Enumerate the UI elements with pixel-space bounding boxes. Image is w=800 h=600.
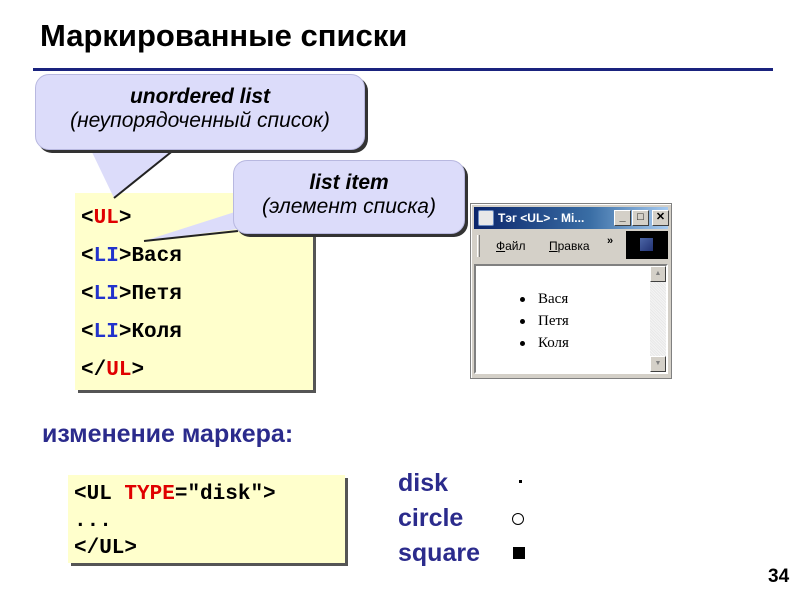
title-rule [33, 68, 773, 71]
menu-overflow-chevron-icon[interactable]: » [607, 235, 614, 247]
callout-unordered-list: unordered list (неупорядоченный список) [35, 74, 365, 150]
marker-type-row: square [398, 536, 538, 571]
marker-type-name: disk [398, 469, 449, 497]
code-bracket: < [81, 245, 94, 268]
callout-list-item: list item (элемент списка) [233, 160, 465, 234]
marker-type-name: circle [398, 504, 464, 532]
code-tag: UL [106, 359, 132, 382]
list-item: Вася [516, 288, 569, 310]
square-marker-icon [513, 547, 525, 559]
callout-heading: list item [309, 171, 389, 194]
vertical-scrollbar[interactable]: ▲ ▼ [650, 266, 666, 372]
code-line: </UL> [81, 352, 313, 390]
bullet-disk-icon [520, 319, 525, 324]
code-text: Вася [131, 245, 182, 268]
code-line: </UL> [74, 537, 138, 560]
callout-heading: unordered list [129, 85, 271, 108]
callout-subtext: (неупорядоченный список) [70, 109, 330, 132]
maximize-button[interactable]: □ [632, 210, 649, 226]
code-bracket: < [81, 321, 94, 344]
code-text: <UL [74, 483, 125, 506]
code-line: <LI>Коля [81, 314, 313, 352]
list-item-text: Коля [538, 335, 569, 351]
scroll-up-arrow-icon[interactable]: ▲ [650, 266, 666, 282]
list-item: Петя [516, 310, 569, 332]
code-bracket: </ [81, 359, 107, 382]
marker-type-row: circle [398, 501, 538, 536]
code-tag: LI [93, 245, 119, 268]
list-item-text: Вася [538, 291, 569, 307]
code-text: Петя [131, 283, 182, 306]
code-bracket: > [118, 245, 132, 268]
code-bracket: > [118, 321, 132, 344]
menu-label: айл [505, 239, 526, 253]
code-bracket: < [81, 283, 94, 306]
bullet-disk-icon [520, 297, 525, 302]
callout-ul-tail [90, 148, 176, 199]
code-box-type-example: <UL TYPE="disk"> ... </UL> [68, 475, 345, 563]
code-bracket: < [81, 207, 94, 230]
menu-label: равка [557, 239, 590, 253]
code-line: ... [74, 510, 112, 533]
code-tag: LI [93, 321, 119, 344]
disk-marker-icon [519, 480, 522, 483]
code-attribute: TYPE [124, 483, 175, 506]
code-bracket: > [118, 283, 132, 306]
code-line: <UL> [81, 200, 313, 238]
marker-types-list: disk circle square [398, 466, 538, 571]
ie-page-icon [478, 210, 494, 226]
scroll-down-arrow-icon[interactable]: ▼ [650, 356, 666, 372]
list-item: Коля [516, 332, 569, 354]
page-number: 34 [768, 566, 790, 587]
list-item-text: Петя [538, 313, 569, 329]
close-button[interactable]: ✕ [652, 210, 669, 226]
section-label: изменение маркера: [42, 420, 294, 448]
menu-edit[interactable]: Правка [549, 239, 590, 253]
browser-content: Вася Петя Коля ▲ ▼ [474, 264, 668, 374]
code-tag: LI [93, 283, 119, 306]
window-title: Тэг <UL> - Mi... [498, 211, 585, 225]
marker-type-row: disk [398, 466, 538, 501]
bullet-disk-icon [520, 341, 525, 346]
circle-marker-icon [512, 513, 524, 525]
code-line: <LI>Петя [81, 276, 313, 314]
code-text: ="disk"> [174, 483, 276, 506]
windows-flag-icon [640, 238, 653, 251]
code-text: Коля [131, 321, 182, 344]
callout-subtext: (элемент списка) [262, 195, 436, 218]
callout-li-tail [143, 211, 239, 242]
rendered-list: Вася Петя Коля [516, 288, 569, 354]
slide-title: Маркированные списки [40, 18, 408, 53]
windows-logo-throbber [626, 231, 668, 259]
code-bracket: > [118, 207, 132, 230]
minimize-button[interactable]: _ [614, 210, 631, 226]
marker-type-name: square [398, 539, 480, 567]
code-line: <UL TYPE="disk"> [74, 481, 345, 508]
code-tag: UL [93, 207, 119, 230]
toolbar-grip[interactable] [477, 235, 480, 257]
menu-file[interactable]: Файл [496, 239, 526, 253]
code-bracket: > [131, 359, 145, 382]
menu-accel: П [549, 239, 558, 253]
browser-window: Тэг <UL> - Mi... _ □ ✕ Файл Правка » Вас… [470, 203, 672, 379]
menu-accel: Ф [496, 239, 506, 253]
menu-bar: Файл Правка » [474, 231, 668, 261]
code-line: <LI>Вася [81, 238, 313, 276]
